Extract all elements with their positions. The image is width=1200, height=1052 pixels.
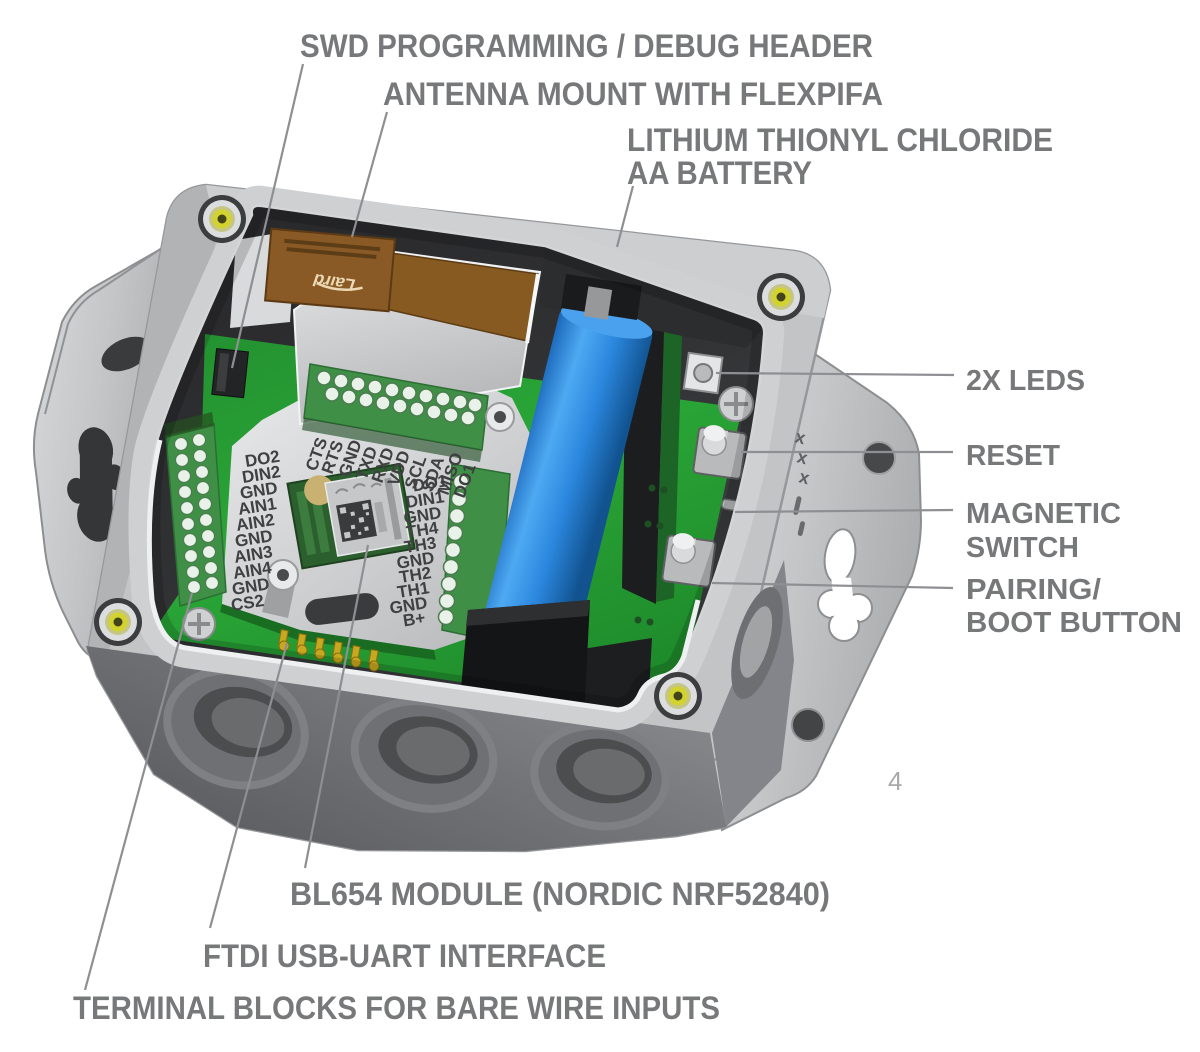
svg-text:CS2: CS2 xyxy=(230,591,266,615)
svg-text:SWITCH: SWITCH xyxy=(966,532,1079,564)
svg-text:MAGNETIC: MAGNETIC xyxy=(966,498,1121,530)
svg-text:RESET: RESET xyxy=(966,440,1060,472)
svg-text:TH4: TH4 xyxy=(405,518,440,542)
svg-text:TH2: TH2 xyxy=(398,563,433,587)
svg-text:AA BATTERY: AA BATTERY xyxy=(627,155,812,191)
svg-text:BOOT BUTTON: BOOT BUTTON xyxy=(966,607,1182,639)
svg-text:SWD PROGRAMMING / DEBUG HEADER: SWD PROGRAMMING / DEBUG HEADER xyxy=(300,28,873,64)
svg-text:TERMINAL BLOCKS FOR BARE WIRE: TERMINAL BLOCKS FOR BARE WIRE INPUTS xyxy=(73,990,720,1026)
svg-text:TH1: TH1 xyxy=(396,578,431,602)
svg-text:LITHIUM THIONYL CHLORIDE: LITHIUM THIONYL CHLORIDE xyxy=(627,122,1053,158)
svg-text:FTDI USB-UART INTERFACE: FTDI USB-UART INTERFACE xyxy=(203,938,606,974)
svg-text:PAIRING/: PAIRING/ xyxy=(966,574,1101,606)
svg-text:ANTENNA MOUNT WITH FLEXPIFA: ANTENNA MOUNT WITH FLEXPIFA xyxy=(383,76,883,112)
svg-text:BL654 MODULE (NORDIC NRF52840): BL654 MODULE (NORDIC NRF52840) xyxy=(290,876,830,912)
svg-text:B+: B+ xyxy=(402,608,427,630)
svg-text:2X LEDS: 2X LEDS xyxy=(966,365,1085,397)
svg-text:x: x xyxy=(793,426,808,448)
svg-text:x: x xyxy=(797,466,812,488)
svg-text:4: 4 xyxy=(888,766,902,796)
svg-text:TH3: TH3 xyxy=(403,533,438,557)
